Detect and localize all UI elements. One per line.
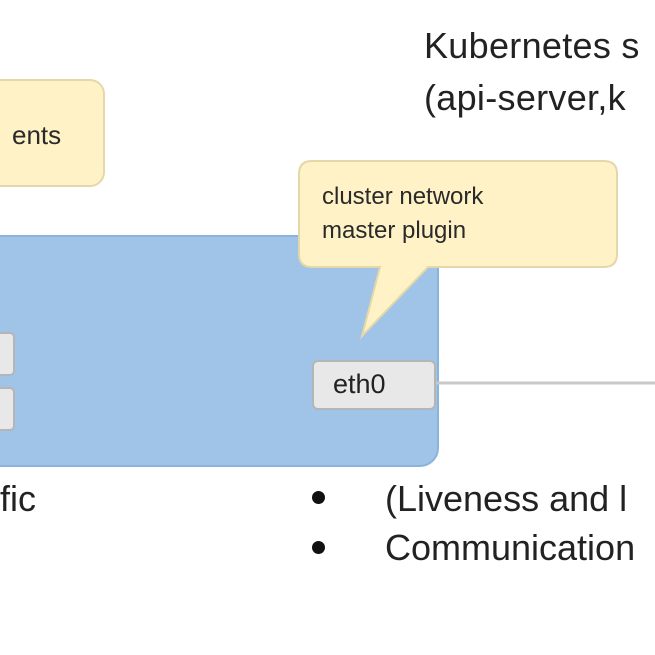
left-interface-stub-top	[0, 332, 15, 376]
network-plugin-text-line-1: cluster network	[322, 183, 484, 210]
header-line-1: Kubernetes s	[424, 25, 640, 66]
left-interface-stub-bottom	[0, 387, 15, 431]
footer-left-fragment: fic	[0, 478, 36, 519]
left-callout-text: ents	[12, 120, 62, 150]
bullet-dot-1	[312, 491, 325, 504]
bullet-dot-2	[312, 541, 325, 554]
eth0-label: eth0	[333, 369, 386, 399]
eth0-interface-box	[312, 360, 436, 410]
bullet-item-2: Communication	[385, 527, 636, 568]
network-plugin-text-line-2: master plugin	[322, 217, 467, 244]
node-box	[0, 235, 439, 467]
left-callout-box	[0, 79, 105, 187]
header-line-2: (api-server,k	[424, 77, 626, 118]
bullet-item-1: (Liveness and l	[385, 478, 628, 519]
network-plugin-callout	[298, 160, 618, 340]
